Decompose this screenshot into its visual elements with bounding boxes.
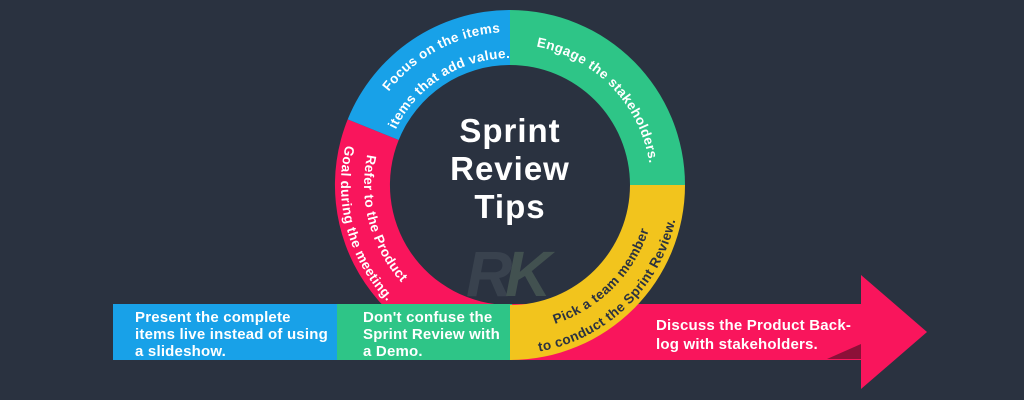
ring-segment-pick-team-member	[510, 185, 685, 360]
ring-segment-focus-on-items	[347, 9, 510, 141]
arrow-fold-shadow	[827, 344, 861, 359]
bar-text-present-line-2: items live instead of using	[135, 326, 328, 343]
arrow-head	[861, 275, 927, 389]
center-title-line-1: Sprint	[459, 112, 560, 149]
bar-text-dont-confuse: Don't confuse the Sprint Review with a D…	[363, 309, 500, 360]
rk-logo-letter-r: R	[466, 238, 512, 310]
center-title-line-2: Review	[450, 150, 570, 187]
bar-text-present-live: Present the complete items live instead …	[135, 309, 328, 360]
bar-text-present-line-1: Present the complete	[135, 309, 291, 326]
bar-text-discuss-line-2: log with stakeholders.	[656, 336, 818, 353]
rk-logo: R K	[466, 238, 560, 310]
bar-segment-present-live	[113, 304, 337, 360]
bar-text-discuss-line-1: Discuss the Product Back-	[656, 317, 851, 334]
bar-text-present-line-3: a slideshow.	[135, 343, 226, 360]
bar-text-discuss-backlog: Discuss the Product Back- log with stake…	[656, 317, 851, 353]
bar-text-confuse-line-1: Don't confuse the	[363, 309, 492, 326]
bar-segment-dont-confuse	[337, 304, 512, 360]
ring-segment-engage-stakeholders	[510, 10, 685, 185]
ring-segment-refer-product-goal	[334, 119, 510, 361]
bar-text-confuse-line-2: Sprint Review with	[363, 326, 500, 343]
center-title-line-3: Tips	[474, 188, 545, 225]
bar-text-confuse-line-3: a Demo.	[363, 343, 423, 360]
